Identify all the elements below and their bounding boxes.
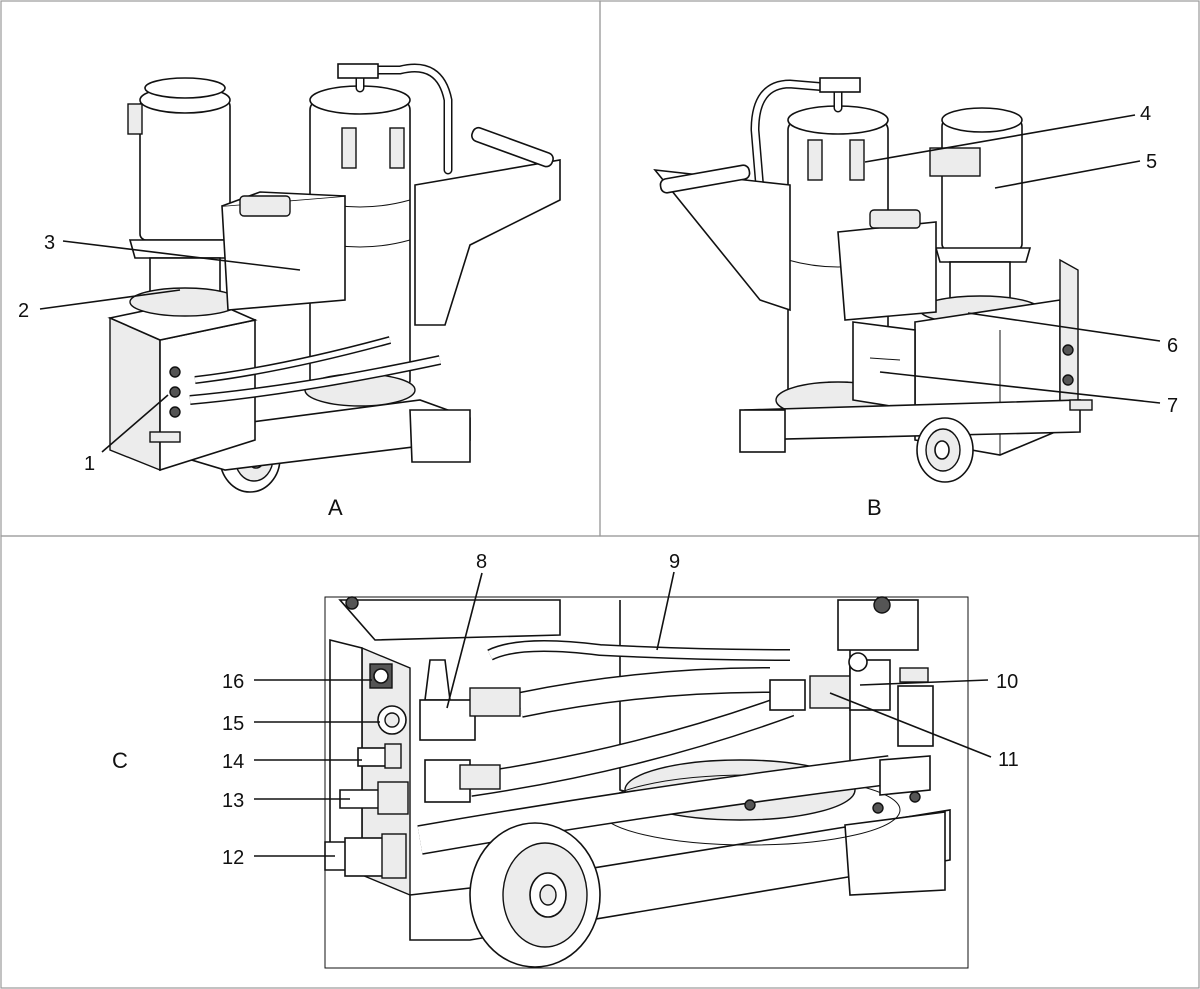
callout-6: 6 — [1167, 335, 1178, 357]
callout-7: 7 — [1167, 395, 1178, 417]
leader-line-2 — [39, 289, 181, 310]
leader-line-4 — [864, 114, 1136, 163]
callout-11: 11 — [998, 749, 1019, 771]
callout-labels: 1 2 3 4 5 6 7 8 9 10 11 12 13 14 15 16 — [18, 103, 1178, 869]
leader-line-5 — [994, 160, 1141, 189]
leader-line-6 — [967, 312, 1161, 342]
leader-line-11 — [829, 692, 992, 758]
leader-line-7 — [879, 371, 1161, 404]
panel-c-detail-frame — [324, 596, 969, 969]
callout-10: 10 — [996, 671, 1018, 693]
leader-line-10 — [859, 679, 989, 686]
callout-9: 9 — [669, 551, 680, 573]
callout-2: 2 — [18, 300, 29, 322]
callout-5: 5 — [1146, 151, 1157, 173]
callout-8: 8 — [476, 551, 487, 573]
callout-1: 1 — [84, 453, 95, 475]
callout-4: 4 — [1140, 103, 1151, 125]
callout-3: 3 — [44, 232, 55, 254]
leader-line-9 — [656, 571, 675, 651]
leader-line-1 — [101, 394, 169, 453]
callout-15: 15 — [222, 713, 244, 735]
panel-label-c: C — [112, 748, 128, 773]
leader-lines — [39, 114, 1161, 857]
panel-b-illustration — [653, 77, 1093, 483]
panel-c-illustration — [324, 596, 969, 969]
panel-label-b: B — [867, 495, 882, 520]
callout-16: 16 — [222, 671, 244, 693]
leader-line-8 — [446, 572, 483, 709]
callout-13: 13 — [222, 790, 244, 812]
leader-line-3 — [62, 240, 301, 271]
callout-12: 12 — [222, 847, 244, 869]
panel-c-frame — [0, 535, 1200, 989]
panel-a-illustration — [107, 63, 561, 493]
callout-14: 14 — [222, 751, 244, 773]
panel-letters: A B C — [112, 495, 882, 773]
panel-label-a: A — [328, 495, 343, 520]
